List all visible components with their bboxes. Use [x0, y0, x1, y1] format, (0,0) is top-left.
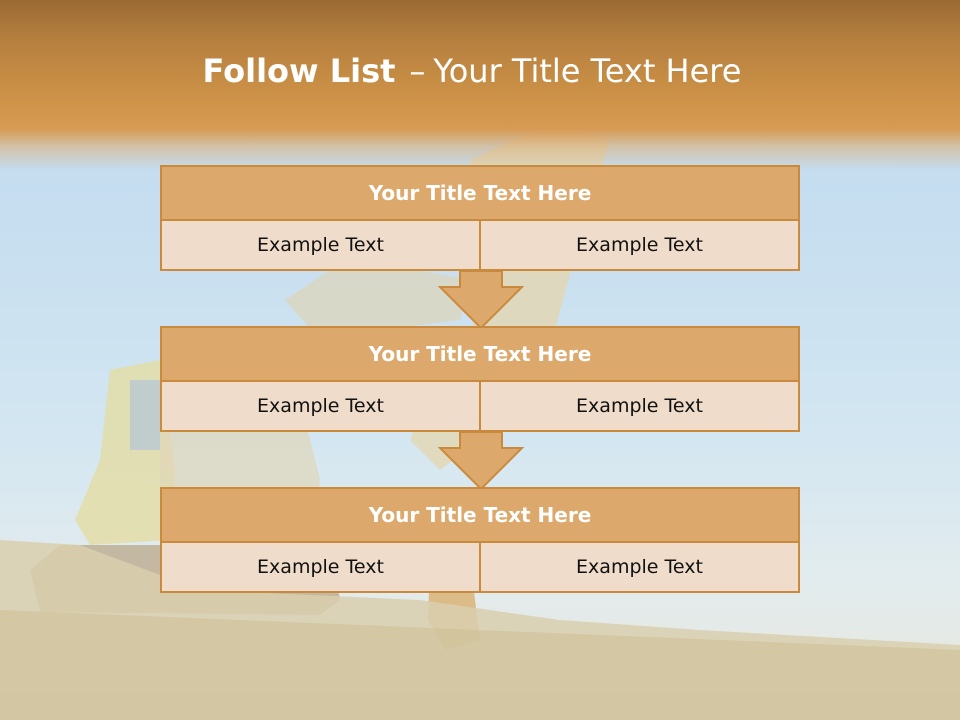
title-banner: [0, 0, 960, 170]
stage-3-left-text: Example Text: [160, 543, 481, 593]
stage-1-left-text: Example Text: [160, 221, 481, 271]
flow-stage-2: Your Title Text Here Example Text Exampl…: [160, 326, 800, 432]
flow-stage-3: Your Title Text Here Example Text Exampl…: [160, 487, 800, 593]
stage-1-row: Example Text Example Text: [160, 221, 800, 271]
stage-3-right-text: Example Text: [481, 543, 800, 593]
stage-3-row: Example Text Example Text: [160, 543, 800, 593]
flow-stage-1: Your Title Text Here Example Text Exampl…: [160, 165, 800, 271]
stage-2-left-text: Example Text: [160, 382, 481, 432]
stage-1-right-text: Example Text: [481, 221, 800, 271]
stage-2-row: Example Text Example Text: [160, 382, 800, 432]
stage-2-right-text: Example Text: [481, 382, 800, 432]
stage-1-title: Your Title Text Here: [160, 165, 800, 221]
slide-title: Follow List–Your Title Text Here: [0, 52, 944, 90]
slide-title-bold: Follow List: [202, 52, 396, 90]
down-arrow-icon: [438, 270, 524, 330]
stage-3-title: Your Title Text Here: [160, 487, 800, 543]
stage-2-title: Your Title Text Here: [160, 326, 800, 382]
down-arrow-icon: [438, 431, 524, 491]
slide-title-separator: –: [409, 52, 426, 90]
slide-title-rest: Your Title Text Here: [433, 52, 742, 90]
